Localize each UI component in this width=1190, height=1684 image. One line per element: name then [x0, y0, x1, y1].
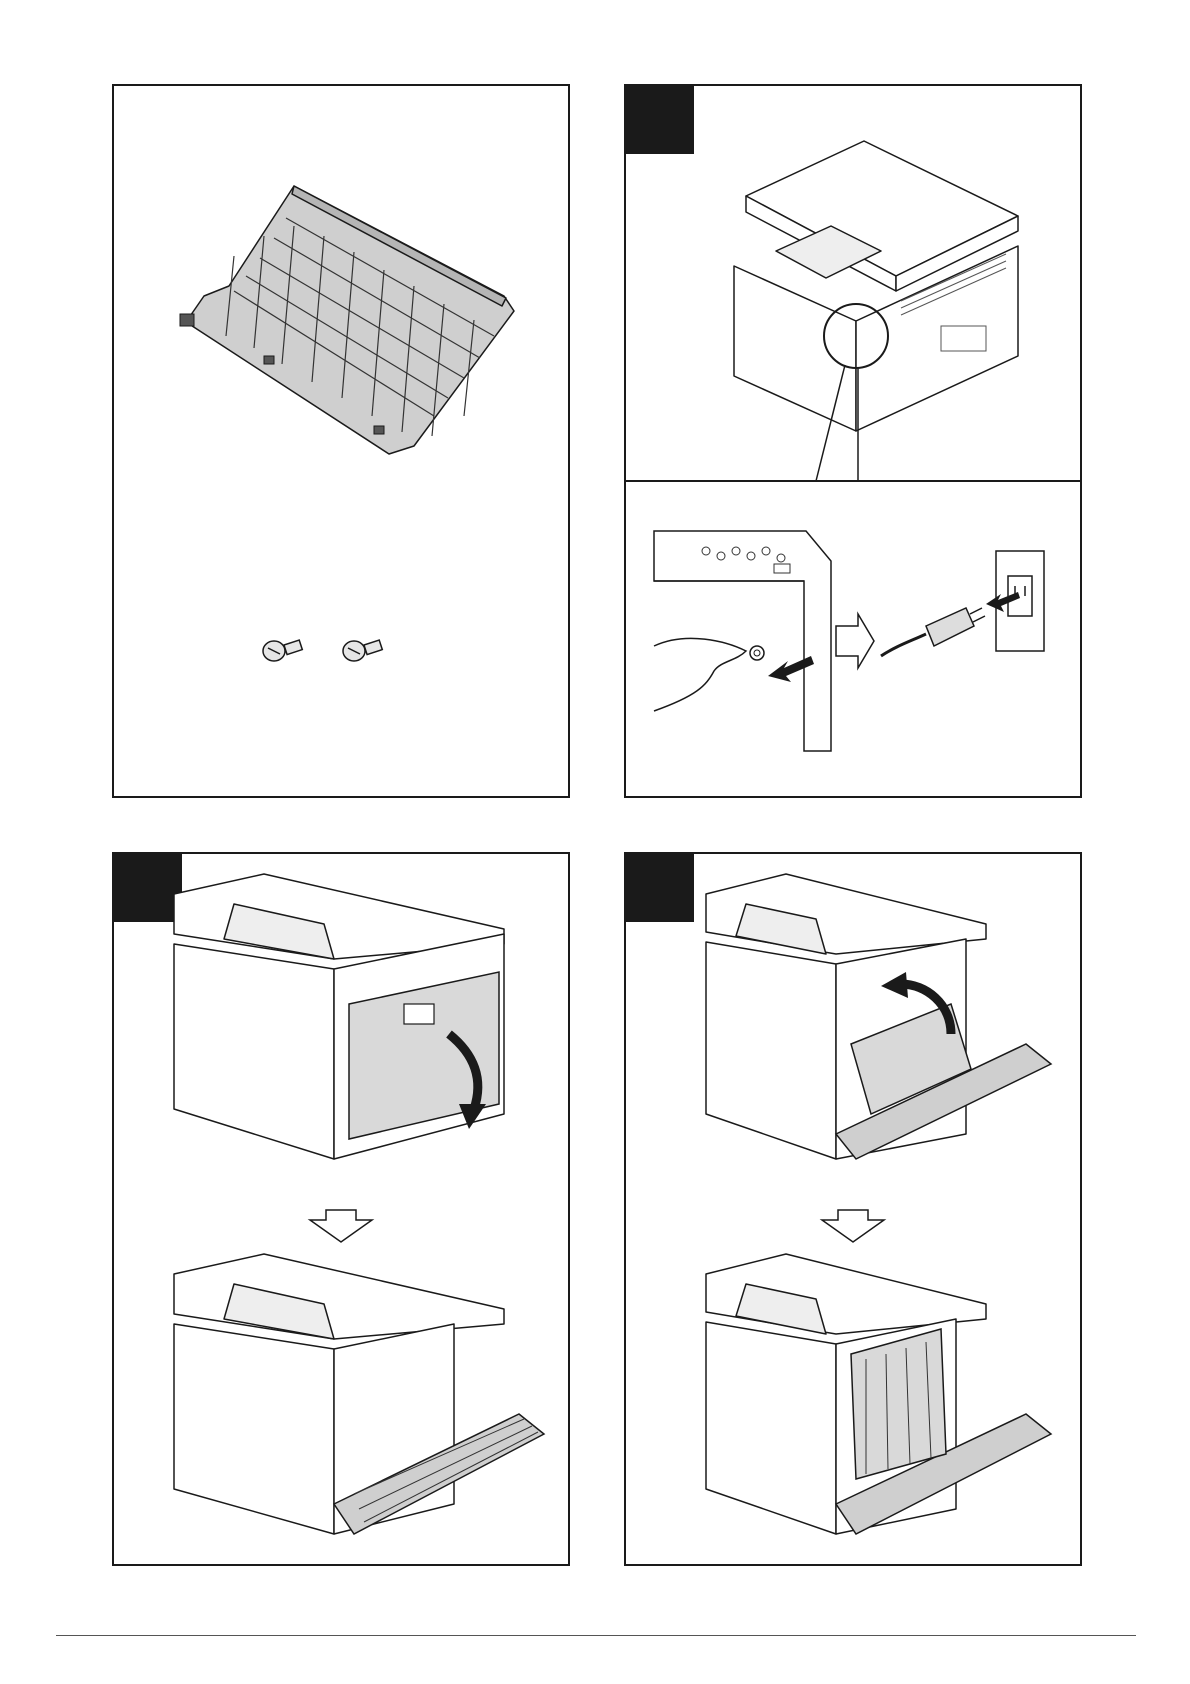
- power-off-illustration: [626, 86, 1080, 796]
- screw-icon: [343, 640, 382, 661]
- panel-contents: [112, 84, 570, 798]
- down-arrow-icon: [822, 1210, 884, 1242]
- power-switch-icon: [750, 646, 764, 660]
- open-cover-illustration: [114, 854, 568, 1564]
- power-plug-icon: [881, 608, 985, 656]
- down-arrow-icon: [310, 1210, 372, 1242]
- lift-unit-illustration: [626, 854, 1080, 1564]
- panel-step-2: [112, 852, 570, 1566]
- footer-rule: [56, 1635, 1136, 1636]
- panel-step-3: [624, 852, 1082, 1566]
- duplex-unit-illustration: [114, 86, 568, 796]
- screw-icon: [263, 640, 302, 661]
- right-arrow-icon: [836, 614, 874, 668]
- panel-step-1: [624, 84, 1082, 798]
